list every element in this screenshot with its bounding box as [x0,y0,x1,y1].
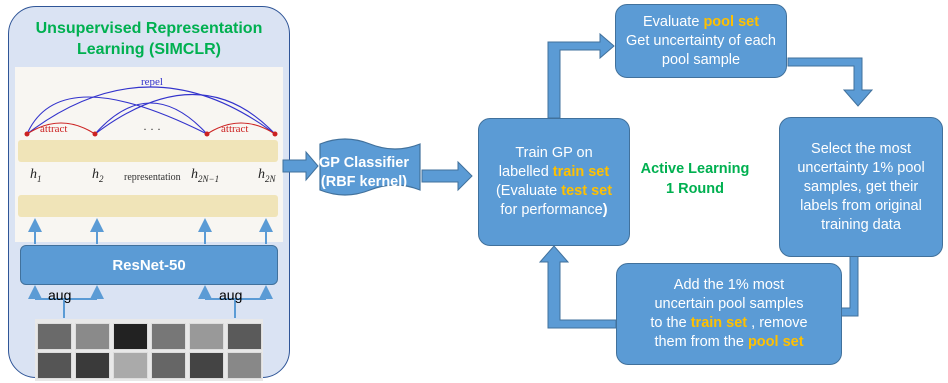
active-learning-label: Active Learning 1 Round [640,161,750,197]
xray-thumbnail [189,352,224,379]
node-dot [204,131,210,137]
repel-label: repel [141,76,163,88]
node-dots [24,131,278,137]
arrow-to-train [421,160,473,192]
node-dot [24,131,30,137]
attract-arc [26,122,96,135]
cycle-arrow-evaluate-to-select [787,57,874,107]
xray-thumbnail [113,323,148,350]
projection-band [18,140,278,162]
resnet-to-band-arrows [28,218,273,244]
simclr-title: Unsupervised Representation Learning (SI… [35,20,263,58]
gp-classifier-banner [319,138,421,196]
xray-image-grid [35,319,263,381]
xray-thumbnail [151,352,186,379]
xray-thumbnail [37,323,72,350]
h2n-1-label: h2N−1 [191,167,220,184]
arrow-to-gp [282,150,319,182]
attract-label-right: attract [221,123,249,135]
cycle-arrow-train-to-evaluate [547,32,615,119]
xray-thumbnail [75,323,110,350]
xray-thumbnail [227,323,262,350]
cycle-arrow-add-to-train [538,245,617,329]
evaluate-pool-box: Evaluate pool set Get uncertainty of eac… [615,4,787,78]
ellipsis-label: · · · [143,122,161,136]
encoder-band [18,195,278,217]
repel-arc [94,94,276,135]
repel-arc [94,102,208,135]
h2-label: h2 [92,167,104,184]
repel-arcs [26,86,276,135]
xray-thumbnail [151,323,186,350]
node-dot [92,131,98,137]
aug-label-right: aug [219,287,243,303]
h2n-label: h2N [258,167,276,184]
add-samples-box: Add the 1% most uncertain pool samples t… [616,263,842,365]
resnet-50-block: ResNet-50 [20,245,278,285]
train-gp-box: Train GP on labelled train set (Evaluate… [478,118,630,246]
representation-label: representation [124,172,181,183]
attract-label-left: attract [40,123,68,135]
repel-arc [26,86,276,135]
node-dot [272,131,278,137]
attract-arc [206,122,276,135]
attract-arcs [26,122,276,135]
xray-thumbnail [37,352,72,379]
h1-label: h1 [30,167,42,184]
gp-classifier-label: GP Classifier (RBF kernel) [318,155,409,190]
aug-label-left: aug [48,287,72,303]
xray-thumbnail [189,323,224,350]
repel-arc [26,96,208,135]
xray-thumbnail [113,352,148,379]
xray-thumbnail [227,352,262,379]
select-uncertain-box: Select the most uncertainty 1% pool samp… [779,117,943,257]
xray-thumbnail [75,352,110,379]
aug-arrows [28,285,273,318]
